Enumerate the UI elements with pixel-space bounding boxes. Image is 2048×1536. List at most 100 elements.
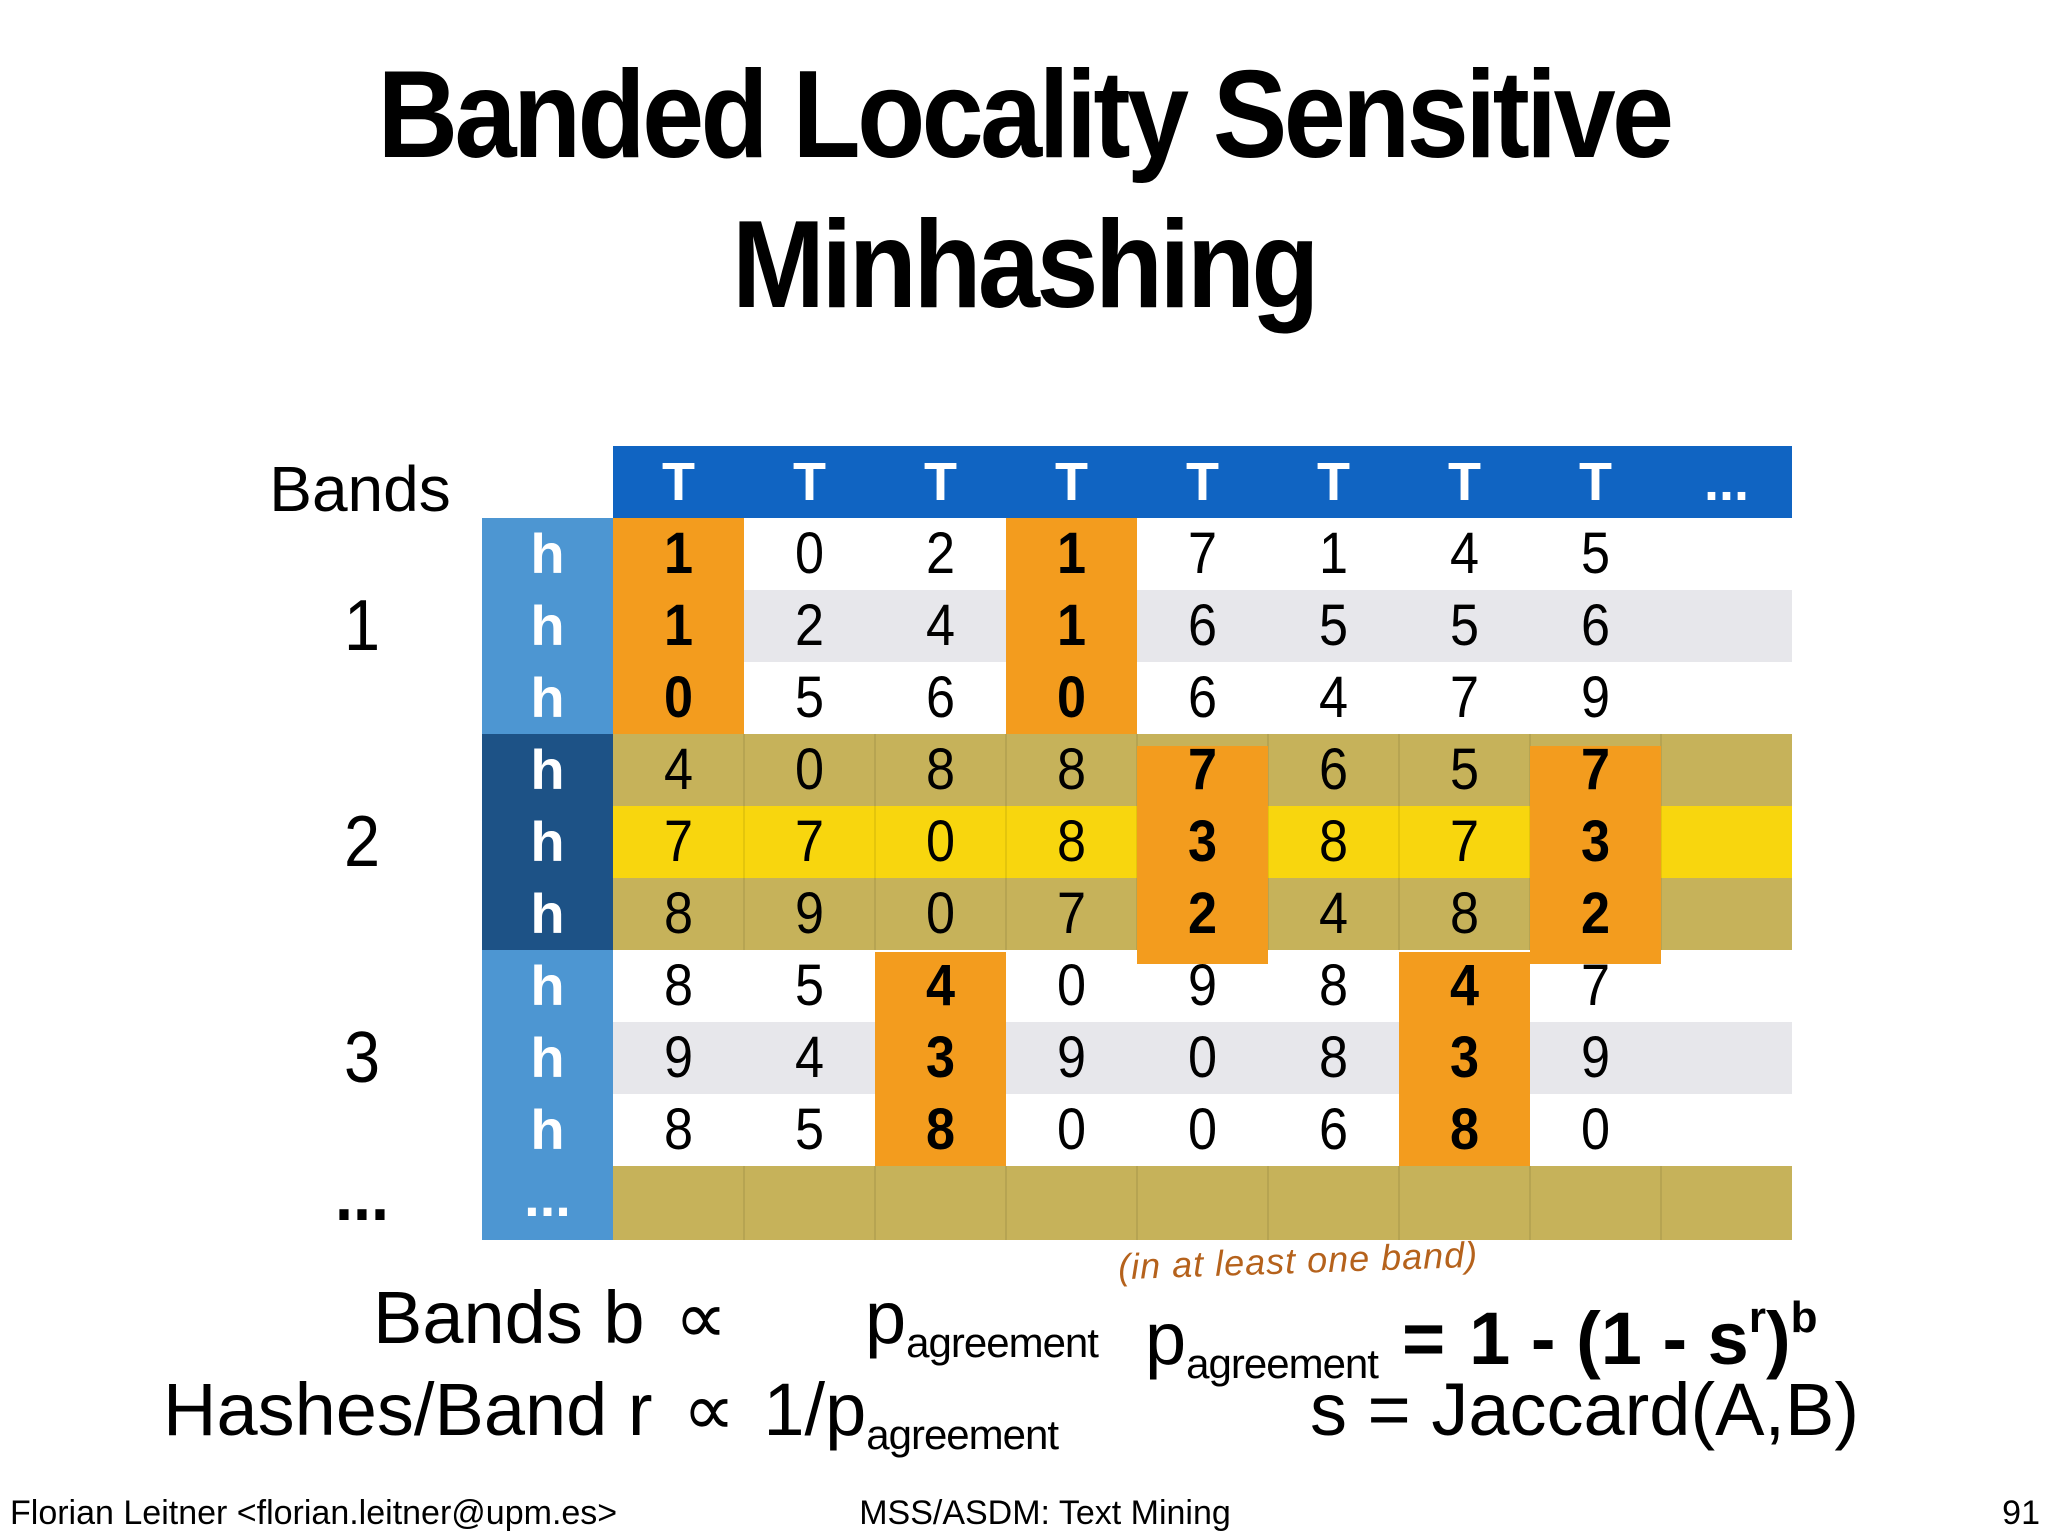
- table-cell: 7: [1580, 953, 1611, 1018]
- table-cell: 9: [1580, 665, 1611, 730]
- table-cell: 7: [1187, 737, 1218, 802]
- p-text: p: [865, 1276, 907, 1359]
- table-cell: 0: [1056, 953, 1087, 1018]
- table-cell: 5: [794, 1097, 825, 1162]
- table-cell: 1: [663, 593, 694, 658]
- hash-column-block: [482, 518, 613, 734]
- table-cell: 8: [1056, 737, 1087, 802]
- table-cell: 8: [1318, 809, 1349, 874]
- hash-row-label: h: [530, 594, 565, 657]
- table-cell: 5: [794, 953, 825, 1018]
- orange-highlight-column: [613, 518, 744, 734]
- table-cell: 5: [1580, 521, 1611, 586]
- p-text: p: [1145, 1297, 1187, 1380]
- table-cell: 5: [1318, 593, 1349, 658]
- slide-title: Banded Locality Sensitive Minhashing: [102, 40, 1945, 340]
- title-line-2: Minhashing: [732, 196, 1320, 334]
- hash-row-label: h: [530, 1026, 565, 1089]
- column-separator: [1267, 734, 1269, 950]
- column-separator: [1398, 1166, 1400, 1240]
- formula-jaccard: s = Jaccard(A,B): [1310, 1368, 1860, 1451]
- table-cell: 0: [663, 665, 694, 730]
- table-cell: 9: [1056, 1025, 1087, 1090]
- proportional-symbol: ∝: [674, 1275, 728, 1361]
- footer-page-number: 91: [2002, 1494, 2040, 1532]
- orange-highlight-column: [875, 952, 1006, 1166]
- table-cell: 6: [1318, 1097, 1349, 1162]
- table-header-cell: T: [1055, 452, 1088, 512]
- table-header-cell: T: [1317, 452, 1350, 512]
- table-cell: 4: [1318, 665, 1349, 730]
- footer-course: MSS/ASDM: Text Mining: [859, 1494, 1231, 1532]
- formula-p-agreement-equation: pagreement=1 - (1 - sr)b: [1145, 1278, 1817, 1404]
- table-cell: 8: [925, 1097, 956, 1162]
- bands-caption: Bands: [269, 453, 451, 525]
- table-cell: 0: [1580, 1097, 1611, 1162]
- one-over-p-text: 1/p: [763, 1368, 867, 1451]
- table-row-background: [613, 1022, 1792, 1094]
- table-cell: 3: [1580, 809, 1611, 874]
- hash-column-block: [482, 950, 613, 1166]
- hash-row-label: h: [530, 954, 565, 1017]
- table-cell: 3: [925, 1025, 956, 1090]
- table-cell: 4: [1449, 953, 1480, 1018]
- table-cell: 9: [1580, 1025, 1611, 1090]
- column-separator: [1398, 734, 1400, 950]
- superscript-b: b: [1790, 1293, 1818, 1342]
- hashes-band-text: Hashes/Band r: [163, 1368, 653, 1451]
- table-cell: 7: [1449, 665, 1480, 730]
- table-cell: 3: [1449, 1025, 1480, 1090]
- table-cell: 4: [663, 737, 694, 802]
- orange-highlight-column: [1137, 746, 1268, 964]
- table-cell: 2: [1187, 881, 1218, 946]
- table-header-cell: T: [1579, 452, 1612, 512]
- table-cell: 7: [1449, 809, 1480, 874]
- hash-column-block: [482, 734, 613, 950]
- hash-row-label: h: [530, 522, 565, 585]
- column-separator: [1529, 1166, 1531, 1240]
- table-cell: 0: [1187, 1025, 1218, 1090]
- table-header-cell: ...: [1703, 452, 1749, 512]
- table-header-bar: [613, 446, 1792, 518]
- equals-sign: =: [1401, 1297, 1446, 1380]
- table-cell: 0: [1056, 1097, 1087, 1162]
- agreement-subscript: agreement: [866, 1411, 1059, 1458]
- table-cell: 4: [925, 593, 956, 658]
- table-cell: 6: [1187, 665, 1218, 730]
- table-cell: 7: [663, 809, 694, 874]
- table-cell: 6: [1187, 593, 1218, 658]
- agreement-subscript: agreement: [1186, 1340, 1379, 1387]
- table-cell: 4: [925, 953, 956, 1018]
- table-cell: 7: [1056, 881, 1087, 946]
- column-separator: [1005, 1166, 1007, 1240]
- table-cell: 5: [1449, 737, 1480, 802]
- table-cell: 8: [663, 881, 694, 946]
- superscript-r: r: [1748, 1293, 1766, 1342]
- table-cell: 6: [1580, 593, 1611, 658]
- table-cell: 4: [1449, 521, 1480, 586]
- table-cell: 0: [794, 737, 825, 802]
- column-separator: [743, 734, 745, 950]
- column-separator: [743, 1166, 745, 1240]
- table-cell: 0: [1056, 665, 1087, 730]
- column-separator: [874, 1166, 876, 1240]
- column-separator: [1136, 1166, 1138, 1240]
- table-cell: 4: [1318, 881, 1349, 946]
- table-cell: 8: [1449, 881, 1480, 946]
- table-cell: 5: [1449, 593, 1480, 658]
- hash-row-label: h: [530, 666, 565, 729]
- orange-highlight-column: [1399, 952, 1530, 1166]
- table-row-background: [613, 590, 1792, 662]
- table-cell: 1: [1318, 521, 1349, 586]
- table-cell: 6: [925, 665, 956, 730]
- table-row-background: [613, 1094, 1792, 1166]
- band-label-dots: ...: [334, 1156, 389, 1236]
- hash-row-label: h: [530, 1098, 565, 1161]
- table-row-background: [613, 518, 1792, 590]
- table-cell: 0: [1187, 1097, 1218, 1162]
- formula-bands-proportional: Bands b∝: [373, 1275, 728, 1361]
- table-cell: 8: [925, 737, 956, 802]
- table-cell: 4: [794, 1025, 825, 1090]
